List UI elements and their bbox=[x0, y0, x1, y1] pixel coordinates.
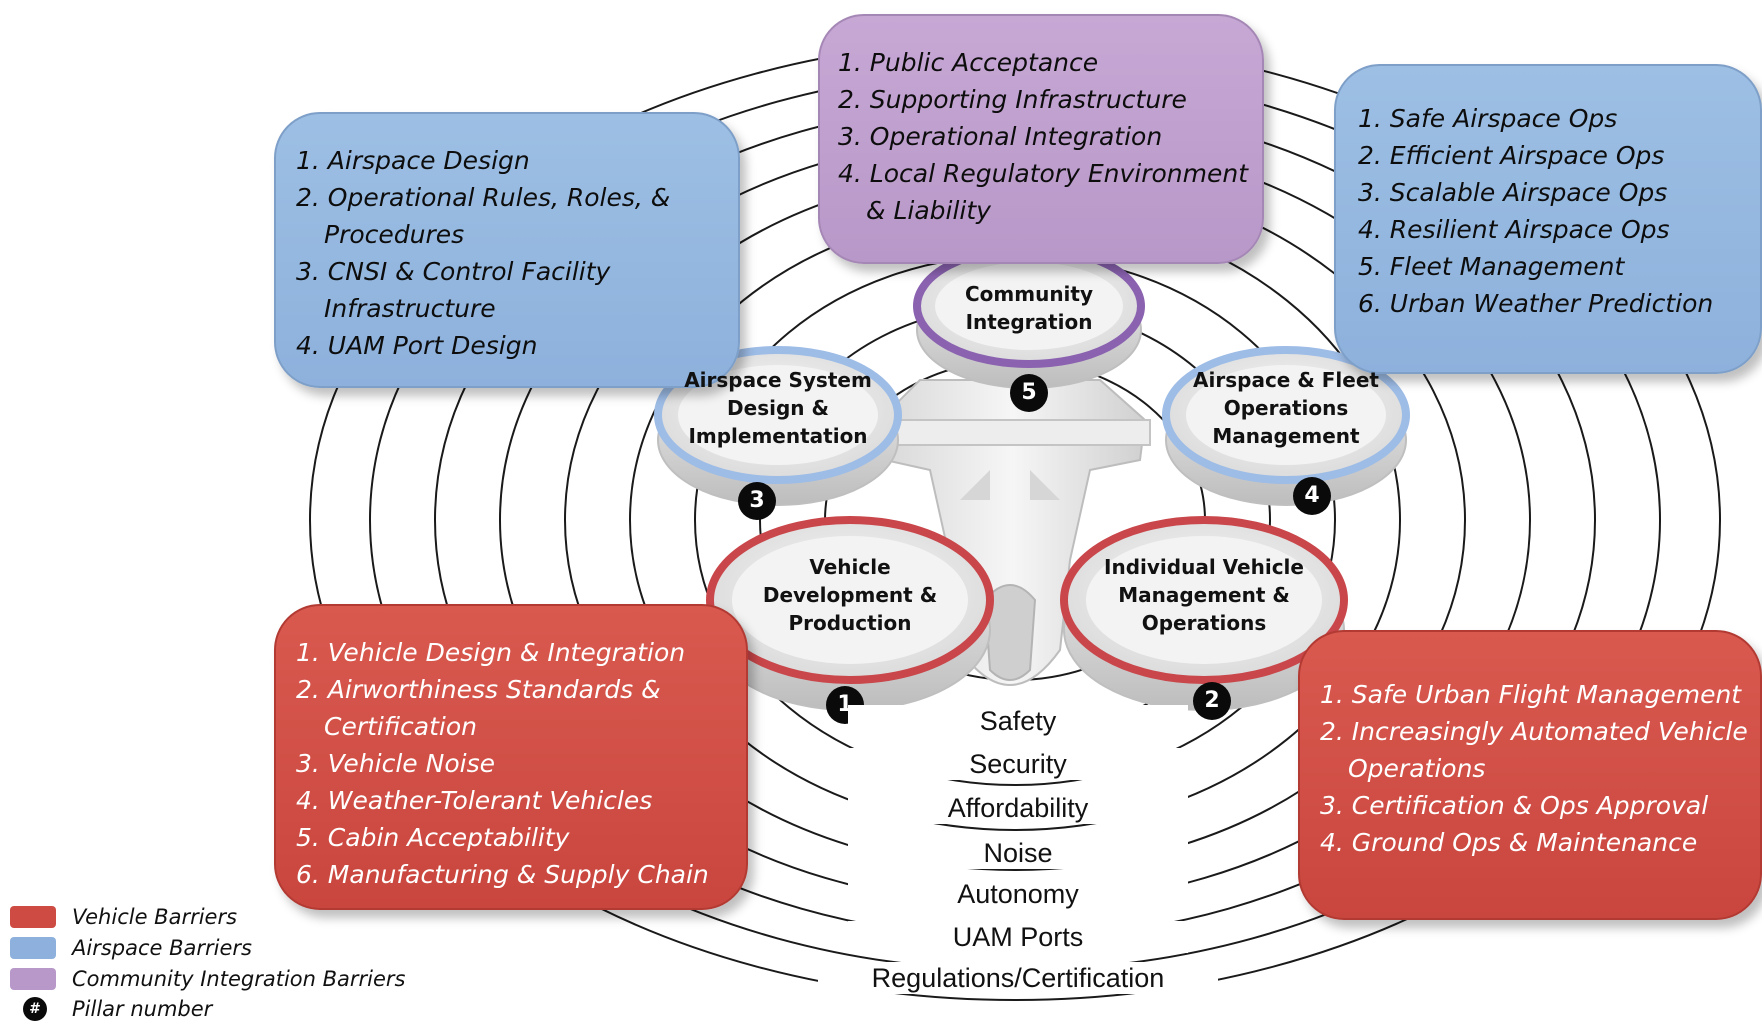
barrier-label-affordability: Affordability bbox=[848, 792, 1188, 824]
list-item: 4. Local Regulatory Environment bbox=[838, 159, 1249, 188]
vehicle-development-list: 1. Vehicle Design & Integration 2. Airwo… bbox=[296, 634, 736, 893]
pillar-duct-3 bbox=[654, 346, 902, 506]
list-item: 1. Safe Urban Flight Management bbox=[1320, 680, 1742, 709]
legend-label: Pillar number bbox=[72, 997, 213, 1021]
list-item: 5. Cabin Acceptability bbox=[296, 823, 570, 852]
list-item: 3. CNSI & Control Facility bbox=[296, 257, 611, 286]
pillar-label-2: Individual Vehicle Management & Operatio… bbox=[1094, 553, 1314, 637]
pillar-label-1: Vehicle Development & Production bbox=[750, 553, 950, 637]
list-item: 3. Certification & Ops Approval bbox=[1320, 791, 1709, 820]
vehicle-development-box: 1. Vehicle Design & Integration 2. Airwo… bbox=[274, 604, 748, 910]
list-item: 2. Efficient Airspace Ops bbox=[1358, 141, 1665, 170]
list-item: 4. UAM Port Design bbox=[296, 331, 538, 360]
vehicle-operations-box: 1. Safe Urban Flight Management 2. Incre… bbox=[1298, 630, 1762, 920]
list-item: & Liability bbox=[866, 196, 991, 225]
legend-swatch-community bbox=[10, 968, 56, 990]
pillar-label-5: Community Integration bbox=[939, 280, 1119, 336]
pillar-label-line: Community bbox=[964, 282, 1094, 306]
pillar-label-line: Operations bbox=[1141, 611, 1267, 635]
pillar-number-badge-2: 2 bbox=[1193, 682, 1231, 720]
pillar-label-line: Airspace System bbox=[684, 368, 872, 392]
pillar-label-line: Management & bbox=[1118, 583, 1290, 607]
list-item: 4. Weather-Tolerant Vehicles bbox=[296, 786, 653, 815]
list-item: 6. Urban Weather Prediction bbox=[1358, 289, 1714, 318]
list-item: 4. Resilient Airspace Ops bbox=[1358, 215, 1670, 244]
pillar-duct-2 bbox=[1060, 516, 1348, 711]
pillar-duct-1 bbox=[706, 516, 994, 711]
airspace-operations-box: 1. Safe Airspace Ops 2. Efficient Airspa… bbox=[1334, 64, 1762, 374]
pillar-number-legend-icon: # bbox=[23, 997, 47, 1021]
list-item: 4. Ground Ops & Maintenance bbox=[1320, 828, 1698, 857]
aircraft-body bbox=[869, 379, 1151, 686]
legend-label: Vehicle Barriers bbox=[72, 905, 238, 929]
pillar-number-badge-3: 3 bbox=[738, 482, 776, 520]
list-item: Infrastructure bbox=[324, 294, 496, 323]
barrier-label-security: Security bbox=[848, 748, 1188, 780]
list-item: 1. Public Acceptance bbox=[838, 48, 1099, 77]
pillar-label-line: Individual Vehicle bbox=[1104, 555, 1304, 579]
barrier-label-uam-ports: UAM Ports bbox=[848, 921, 1188, 953]
pillar-label-line: Vehicle bbox=[809, 555, 891, 579]
pillar-label-line: Development & bbox=[762, 583, 938, 607]
legend-swatch-vehicle bbox=[10, 906, 56, 928]
list-item: 1. Safe Airspace Ops bbox=[1358, 104, 1618, 133]
barrier-label-safety: Safety bbox=[848, 705, 1188, 737]
pillar-label-line: Integration bbox=[965, 310, 1093, 334]
airspace-design-box: 1. Airspace Design 2. Operational Rules,… bbox=[274, 112, 740, 388]
barrier-label-regulations: Regulations/Certification bbox=[818, 962, 1218, 994]
legend-label: Airspace Barriers bbox=[72, 936, 252, 960]
barrier-label-autonomy: Autonomy bbox=[848, 878, 1188, 910]
airspace-design-list: 1. Airspace Design 2. Operational Rules,… bbox=[296, 142, 718, 364]
pillar-number-badge-5: 5 bbox=[1010, 374, 1048, 412]
pillar-duct-4 bbox=[1162, 346, 1410, 506]
barrier-label-noise: Noise bbox=[848, 837, 1188, 869]
pillar-label-line: Production bbox=[788, 611, 912, 635]
airspace-operations-list: 1. Safe Airspace Ops 2. Efficient Airspa… bbox=[1358, 100, 1740, 322]
list-item: Procedures bbox=[324, 220, 465, 249]
pillar-label-3: Airspace System Design & Implementation bbox=[678, 366, 878, 450]
list-item: 1. Airspace Design bbox=[296, 146, 530, 175]
list-item: 3. Operational Integration bbox=[838, 122, 1163, 151]
legend-swatch-airspace bbox=[10, 937, 56, 959]
list-item: Operations bbox=[1348, 754, 1486, 783]
list-item: 3. Vehicle Noise bbox=[296, 749, 495, 778]
list-item: 2. Operational Rules, Roles, & bbox=[296, 183, 671, 212]
list-item: 6. Manufacturing & Supply Chain bbox=[296, 860, 709, 889]
list-item: Certification bbox=[324, 712, 477, 741]
pillar-label-line: Management bbox=[1212, 424, 1360, 448]
legend-label: Community Integration Barriers bbox=[72, 967, 406, 991]
pillar-label-line: Design & bbox=[727, 396, 829, 420]
community-integration-box: 1. Public Acceptance 2. Supporting Infra… bbox=[818, 14, 1264, 264]
vehicle-operations-list: 1. Safe Urban Flight Management 2. Incre… bbox=[1320, 676, 1752, 861]
pillar-number-badge-4: 4 bbox=[1293, 477, 1331, 515]
pillar-duct-5 bbox=[913, 244, 1145, 389]
pillar-label-line: Airspace & Fleet bbox=[1193, 368, 1379, 392]
pillar-label-line: Operations bbox=[1223, 396, 1349, 420]
list-item: 3. Scalable Airspace Ops bbox=[1358, 178, 1668, 207]
pillar-label-line: Implementation bbox=[688, 424, 868, 448]
community-list: 1. Public Acceptance 2. Supporting Infra… bbox=[838, 44, 1249, 229]
pillar-label-4: Airspace & Fleet Operations Management bbox=[1186, 366, 1386, 450]
list-item: 1. Vehicle Design & Integration bbox=[296, 638, 686, 667]
list-item: 5. Fleet Management bbox=[1358, 252, 1625, 281]
list-item: 2. Airworthiness Standards & bbox=[296, 675, 661, 704]
list-item: 2. Increasingly Automated Vehicle bbox=[1320, 717, 1748, 746]
list-item: 2. Supporting Infrastructure bbox=[838, 85, 1187, 114]
